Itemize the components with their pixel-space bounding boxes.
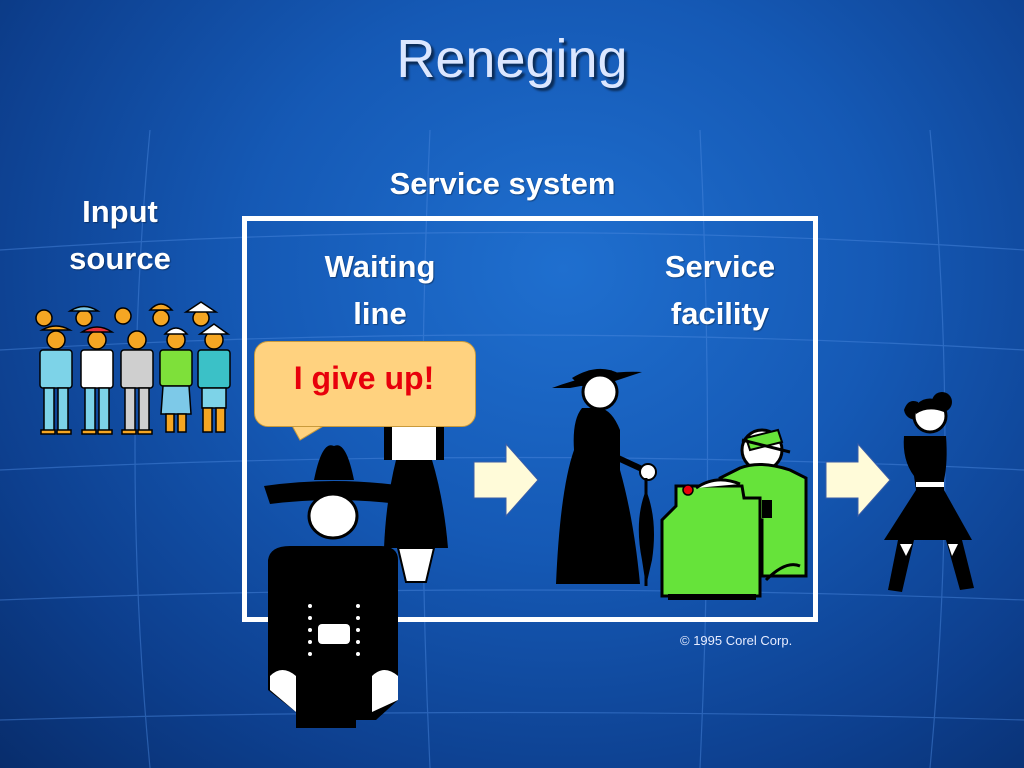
service-facility-line1: Service	[664, 249, 776, 284]
waiting-line-line2: line	[353, 296, 407, 331]
service-system-text: Service system	[389, 166, 616, 201]
person-being-served-icon	[552, 368, 657, 586]
speech-bubble	[254, 341, 476, 427]
crowd-icon	[35, 301, 231, 435]
service-facility-line2: facility	[670, 296, 770, 331]
input-source-line2: source	[69, 241, 171, 276]
service-system-label: Service system	[360, 160, 645, 207]
waiting-line-line1: Waiting	[324, 249, 436, 284]
server-machine-icon	[660, 428, 808, 600]
person-leaving-icon	[884, 392, 974, 592]
input-source-line1: Input	[82, 194, 158, 229]
person-reneging-icon	[264, 445, 404, 728]
copyright-notice: © 1995 Corel Corp.	[680, 633, 793, 648]
arrow-right-icon	[825, 442, 891, 518]
input-source-label: Input source	[40, 188, 200, 282]
service-system-box	[242, 216, 818, 622]
waiting-line-label: Waiting line	[300, 243, 460, 337]
speech-bubble-text: I give up!	[293, 360, 435, 396]
service-facility-label: Service facility	[640, 243, 800, 337]
arrow-right-icon	[473, 442, 539, 518]
slide-title: Reneging	[396, 29, 628, 89]
